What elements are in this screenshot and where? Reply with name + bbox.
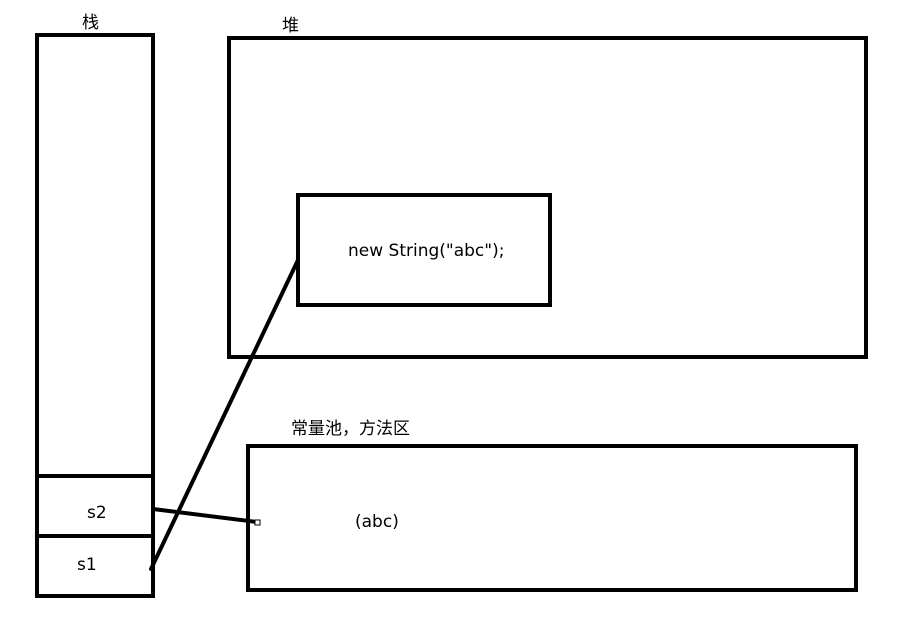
constant-pool-title: 常量池，方法区 (291, 419, 410, 439)
heap-string-object-box (296, 193, 552, 307)
stack-slot-s1-label: s1 (77, 555, 97, 575)
stack-slot-s2-label: s2 (87, 503, 107, 523)
s2-to-constant-pool-line (151, 507, 259, 524)
heap-string-object-label: new String("abc"); (348, 241, 505, 261)
constant-pool-value-label: (abc) (355, 512, 399, 532)
stack-title: 栈 (82, 13, 99, 33)
heap-box (227, 36, 868, 359)
constant-pool-box (246, 444, 858, 592)
heap-title: 堆 (282, 16, 299, 36)
